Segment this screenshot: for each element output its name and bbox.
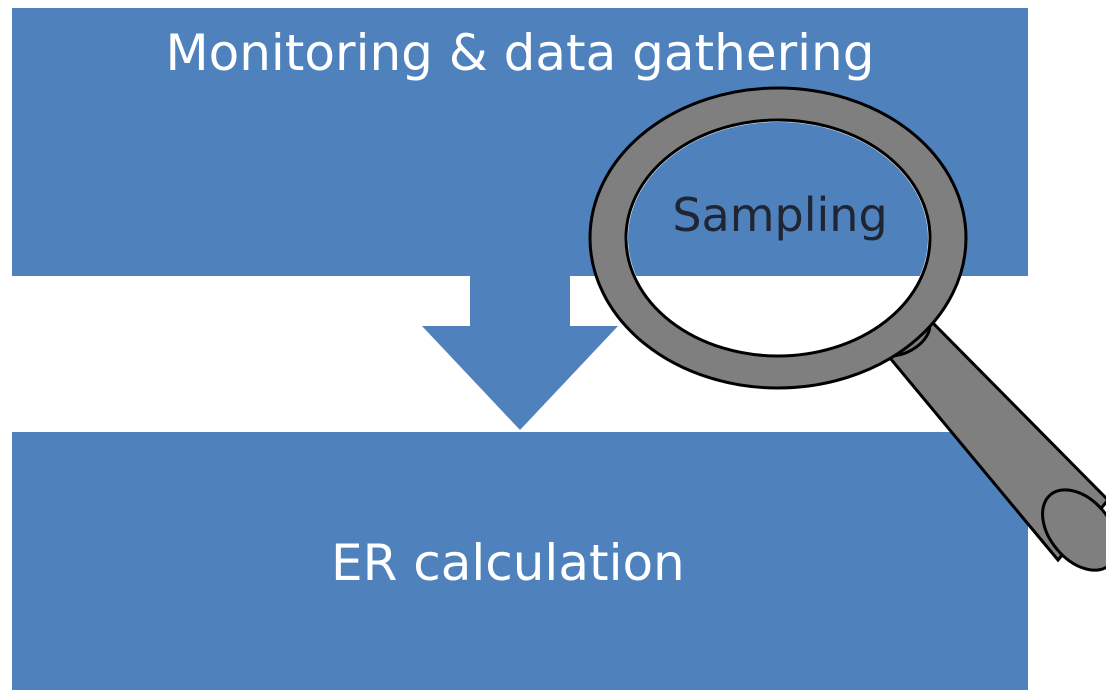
monitoring-label: Monitoring & data gathering [165,24,875,82]
sampling-label: Sampling [672,188,888,242]
magnifier-handle [876,314,1106,572]
er-calculation-label: ER calculation [331,534,685,592]
down-arrow [422,276,618,430]
er-calculation-box: ER calculation [12,432,1028,690]
magnifier-lens [588,86,968,390]
